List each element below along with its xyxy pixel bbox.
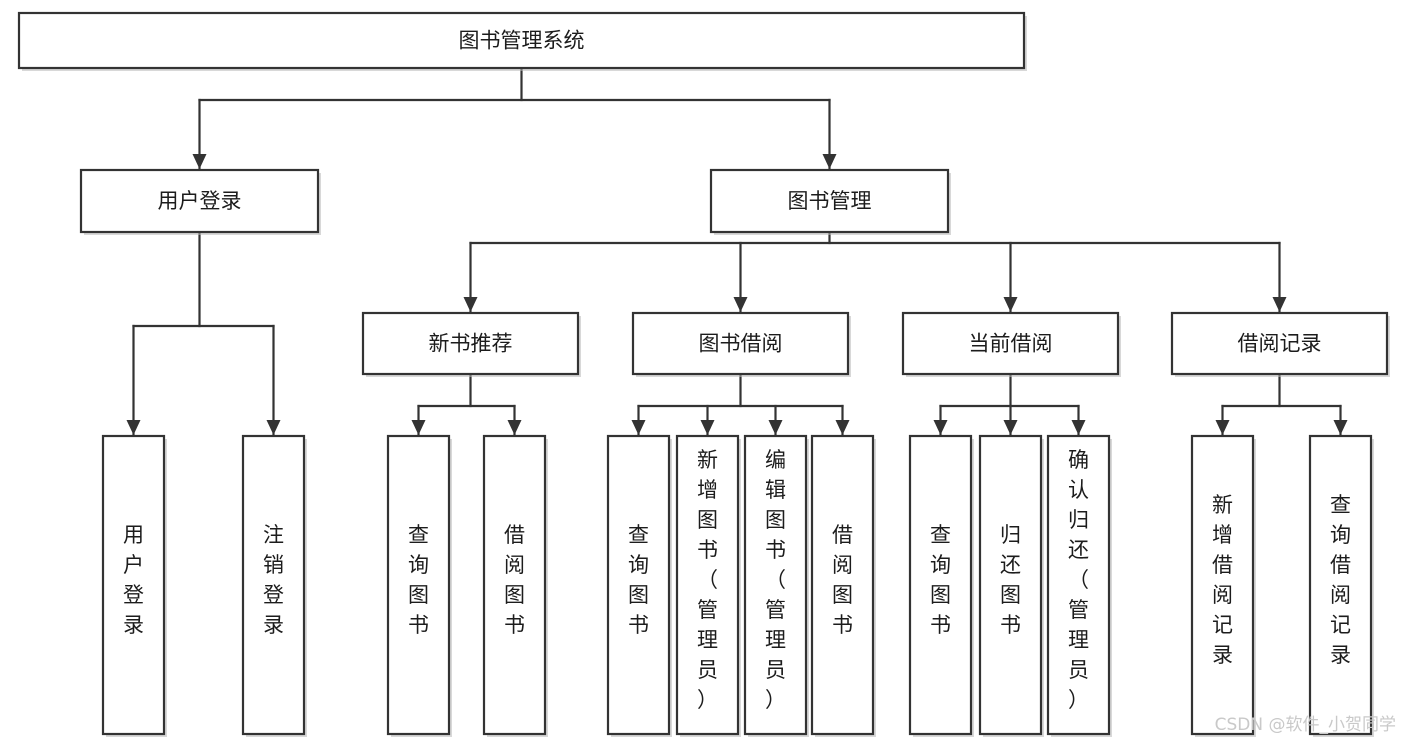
node-label: 新增借阅记录 (1212, 493, 1233, 667)
arrow-head-icon (822, 154, 837, 169)
arrow-head-icon (266, 420, 281, 435)
node-leaf-user-login[interactable]: 用户登录 (101, 434, 167, 737)
arrow-head-icon (411, 420, 426, 435)
arrow-head-icon (1333, 420, 1348, 435)
arrow-head-icon (768, 420, 783, 435)
node-cb-return[interactable]: 归还图书 (978, 434, 1044, 737)
node-label: 当前借阅 (969, 332, 1053, 356)
node-nb-query[interactable]: 查询图书 (386, 434, 452, 737)
node-label: 查询图书 (628, 523, 649, 637)
node-current-borrow[interactable]: 当前借阅 (901, 311, 1121, 377)
node-label: 借阅图书 (832, 523, 853, 637)
node-label: 图书借阅 (699, 332, 783, 356)
node-leaf-user-logout[interactable]: 注销登录 (241, 434, 307, 737)
node-user-login[interactable]: 用户登录 (79, 168, 321, 235)
node-label: 用户登录 (123, 523, 144, 637)
arrow-head-icon (126, 420, 141, 435)
node-bb-query[interactable]: 查询图书 (606, 434, 672, 737)
node-bb-borrow[interactable]: 借阅图书 (810, 434, 876, 737)
node-label: 新书推荐 (429, 332, 513, 356)
arrow-head-icon (631, 420, 646, 435)
node-book-borrow[interactable]: 图书借阅 (631, 311, 851, 377)
node-br-query[interactable]: 查询借阅记录 (1308, 434, 1374, 737)
node-label: 图书管理 (788, 189, 872, 213)
arrow-head-icon (1003, 420, 1018, 435)
node-new-book-rec[interactable]: 新书推荐 (361, 311, 581, 377)
arrow-head-icon (1071, 420, 1086, 435)
node-book-manage[interactable]: 图书管理 (709, 168, 951, 235)
node-br-add[interactable]: 新增借阅记录 (1190, 434, 1256, 737)
node-cb-query[interactable]: 查询图书 (908, 434, 974, 737)
node-label: 查询图书 (408, 523, 429, 637)
node-label: 归还图书 (1000, 523, 1021, 637)
arrow-head-icon (700, 420, 715, 435)
node-bb-add[interactable]: 新增图书（管理员） (675, 434, 741, 737)
connector-layer (126, 66, 1348, 436)
csdn-watermark: CSDN @软件_小贺同学 (1215, 715, 1396, 735)
arrow-head-icon (1003, 297, 1018, 312)
node-label: 确认归还（管理员） (1068, 448, 1089, 712)
node-layer: 图书管理系统用户登录图书管理新书推荐图书借阅当前借阅借阅记录用户登录注销登录查询… (17, 11, 1390, 737)
node-label: 新增图书（管理员） (697, 448, 718, 712)
node-label: 编辑图书（管理员） (765, 448, 786, 712)
node-label: 借阅图书 (504, 523, 525, 637)
arrow-head-icon (835, 420, 850, 435)
node-cb-confirm[interactable]: 确认归还（管理员） (1046, 434, 1112, 737)
node-root[interactable]: 图书管理系统 (17, 11, 1027, 71)
node-bb-edit[interactable]: 编辑图书（管理员） (743, 434, 809, 737)
node-borrow-record[interactable]: 借阅记录 (1170, 311, 1390, 377)
node-label: 用户登录 (158, 189, 242, 213)
arrow-head-icon (1272, 297, 1287, 312)
arrow-head-icon (507, 420, 522, 435)
arrow-head-icon (933, 420, 948, 435)
node-label: 查询借阅记录 (1330, 493, 1351, 667)
arrow-head-icon (733, 297, 748, 312)
node-label: 借阅记录 (1238, 332, 1322, 356)
arrow-head-icon (1215, 420, 1230, 435)
node-label: 图书管理系统 (459, 29, 585, 53)
arrow-head-icon (463, 297, 478, 312)
node-label: 注销登录 (263, 523, 284, 637)
node-label: 查询图书 (930, 523, 951, 637)
arrow-head-icon (192, 154, 207, 169)
node-nb-borrow[interactable]: 借阅图书 (482, 434, 548, 737)
